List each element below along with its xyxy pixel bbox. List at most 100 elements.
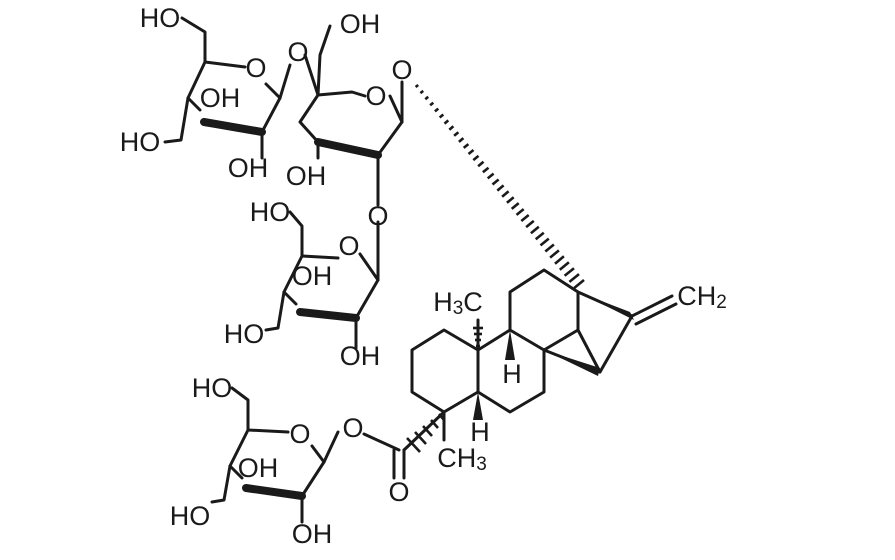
hash-segment — [515, 208, 525, 216]
hash-segment — [419, 89, 425, 95]
hash-segment — [434, 107, 440, 113]
hash-segment — [482, 166, 490, 174]
wedge-bond — [544, 350, 600, 376]
bond — [388, 94, 404, 124]
bond — [163, 96, 190, 144]
atom-label-oh: OH — [340, 9, 381, 39]
bond — [186, 60, 207, 100]
bond — [316, 24, 332, 97]
hashed-bond-glycosidic — [414, 83, 585, 290]
bond — [282, 254, 304, 294]
hash-segment — [486, 172, 495, 180]
atom-label-h: H — [470, 417, 490, 447]
bond — [300, 460, 326, 498]
bond — [630, 294, 674, 318]
hash-segment — [539, 237, 550, 247]
bond — [303, 53, 320, 97]
atom-label-h3c: H3C — [433, 287, 483, 319]
hash-segment — [467, 148, 475, 156]
bond — [228, 464, 244, 480]
bond — [180, 16, 207, 64]
hash-segment — [477, 160, 485, 168]
bond — [296, 308, 360, 322]
hash-segment — [544, 243, 555, 253]
bond — [278, 63, 292, 100]
hash-segment — [443, 119, 450, 125]
hash-segment — [530, 225, 540, 235]
hash-segment — [462, 143, 470, 149]
bond — [316, 90, 367, 98]
bond — [314, 138, 382, 159]
atom-label-ho: HO — [192, 373, 233, 403]
bond — [246, 428, 290, 434]
bond — [542, 290, 634, 374]
bond — [358, 252, 380, 282]
atom-label-o: O — [388, 477, 409, 507]
hash-segment — [558, 261, 570, 271]
hash-segment — [429, 101, 435, 107]
atom-label-oh: OH — [228, 153, 269, 183]
atom-label-oh: OH — [200, 83, 241, 113]
atom-label-ch2: CH2 — [677, 281, 727, 313]
atom-label-ho: HO — [170, 501, 211, 531]
hash-segment — [506, 196, 515, 204]
bond — [264, 82, 282, 100]
atom-label-oh: OH — [340, 341, 381, 371]
bond — [288, 210, 304, 258]
atom-label-o: O — [342, 413, 363, 443]
hash-segment — [534, 231, 545, 241]
atom-label-o: O — [365, 81, 386, 111]
bond — [300, 254, 340, 260]
bond — [203, 60, 247, 69]
bond — [634, 302, 678, 326]
atom-label-oh: OH — [286, 161, 327, 191]
hash-segment — [501, 190, 510, 198]
bond — [200, 118, 266, 136]
bond — [576, 328, 602, 374]
atom-label-o: O — [287, 37, 308, 67]
hash-segment — [563, 267, 575, 277]
bond — [264, 290, 286, 332]
atom-label-ho: HO — [140, 3, 181, 33]
hash-segment — [438, 113, 445, 119]
bond — [362, 432, 401, 452]
bond — [410, 328, 480, 414]
hash-segment — [525, 219, 535, 229]
atom-label-oh: OH — [292, 261, 333, 291]
bond — [282, 290, 298, 306]
atom-label-o: O — [391, 55, 412, 85]
atom-label-o: O — [367, 201, 388, 231]
hash-segment — [491, 178, 500, 186]
atom-label-oh: OH — [292, 519, 333, 549]
bond — [354, 278, 380, 320]
wedge-bond — [505, 330, 515, 360]
atom-label-ho: HO — [120, 127, 161, 157]
bond — [210, 464, 232, 504]
atom-label-ho: HO — [250, 197, 291, 227]
atom-label-o: O — [338, 231, 359, 261]
atom-label-o: O — [245, 53, 266, 83]
atom-label-oh: OH — [238, 453, 279, 483]
hash-segment — [424, 95, 430, 101]
bond — [260, 96, 282, 134]
bond — [186, 96, 202, 112]
hash-segment — [453, 131, 460, 137]
hash-segment — [510, 202, 520, 210]
bond — [230, 386, 250, 432]
hashed-bond — [406, 413, 445, 453]
hash-segment — [520, 213, 530, 223]
hash-segment — [573, 278, 585, 290]
hash-segment — [496, 184, 505, 192]
wedge-bond — [473, 392, 483, 420]
bond — [228, 428, 250, 468]
atom-labels: HO O OH HO OH O OH O O OH O HO O OH HO O… — [120, 3, 727, 549]
bond — [376, 120, 404, 157]
hash-segment — [448, 125, 455, 131]
bond — [322, 430, 340, 464]
hash-segment — [549, 249, 560, 259]
bold-bonds — [200, 118, 382, 500]
hash-segment — [472, 154, 480, 162]
hash-segment — [414, 83, 419, 89]
atom-label-ch3: CH3 — [437, 443, 487, 475]
